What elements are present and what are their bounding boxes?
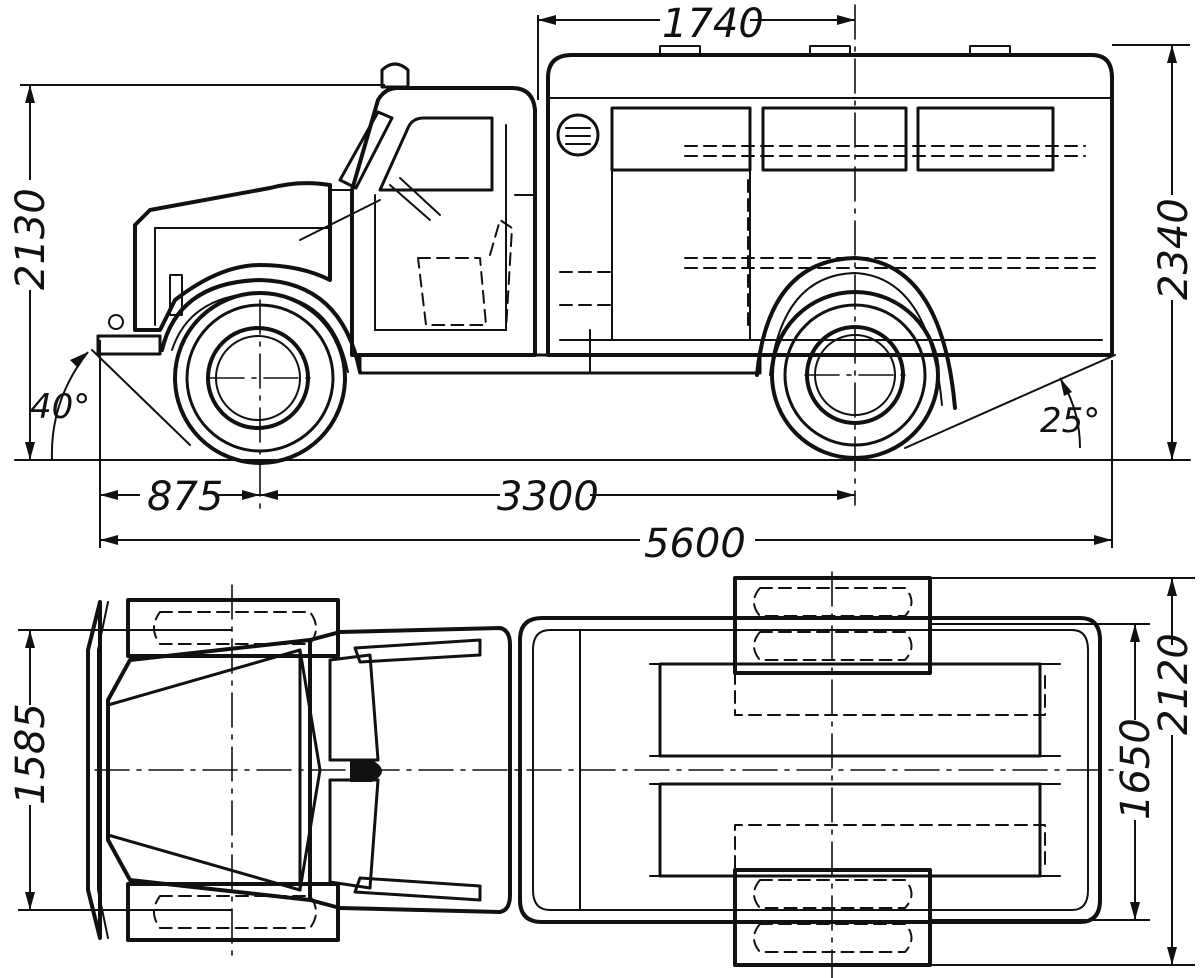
windshield xyxy=(338,110,394,190)
compartment-length-label: 1740 xyxy=(662,1,764,47)
approach-angle-line xyxy=(91,349,191,446)
front-bumper xyxy=(96,334,162,356)
compartment-top xyxy=(518,616,1102,924)
rear-wheel-top xyxy=(733,576,932,967)
top-view: 1585 1650 2120 xyxy=(8,571,1197,978)
compartment-body xyxy=(546,45,1114,357)
compartment-window xyxy=(610,106,752,172)
beacon-light xyxy=(380,62,410,89)
front-overhang-label: 875 xyxy=(147,474,223,520)
compartment-window xyxy=(916,106,1055,172)
overall-length-label: 5600 xyxy=(644,521,746,567)
beacon-light-top xyxy=(350,760,382,782)
cab-top xyxy=(308,626,512,914)
departure-angle-line xyxy=(904,354,1116,449)
cab-side-window xyxy=(378,116,494,192)
hood xyxy=(96,181,353,356)
round-vent xyxy=(556,113,600,157)
side-view: 1740 2130 2340 875 3300 5600 xyxy=(8,1,1197,567)
compartment-window xyxy=(761,106,908,172)
wheelbase-label: 3300 xyxy=(497,474,599,520)
departure-angle-label: 25° xyxy=(1040,401,1100,441)
cab-height-label: 2130 xyxy=(8,188,54,290)
rear-wheel xyxy=(755,256,957,460)
cab xyxy=(299,62,537,357)
chassis-frame xyxy=(358,353,762,375)
front-track-label: 1585 xyxy=(8,703,54,805)
approach-angle-label: 40° xyxy=(30,387,90,427)
front-wheel xyxy=(160,278,362,465)
front-bumper-top xyxy=(86,600,102,940)
overall-width-label: 2120 xyxy=(1151,633,1197,735)
total-height-label: 2340 xyxy=(1151,198,1197,300)
rear-track-label: 1650 xyxy=(1113,718,1159,820)
